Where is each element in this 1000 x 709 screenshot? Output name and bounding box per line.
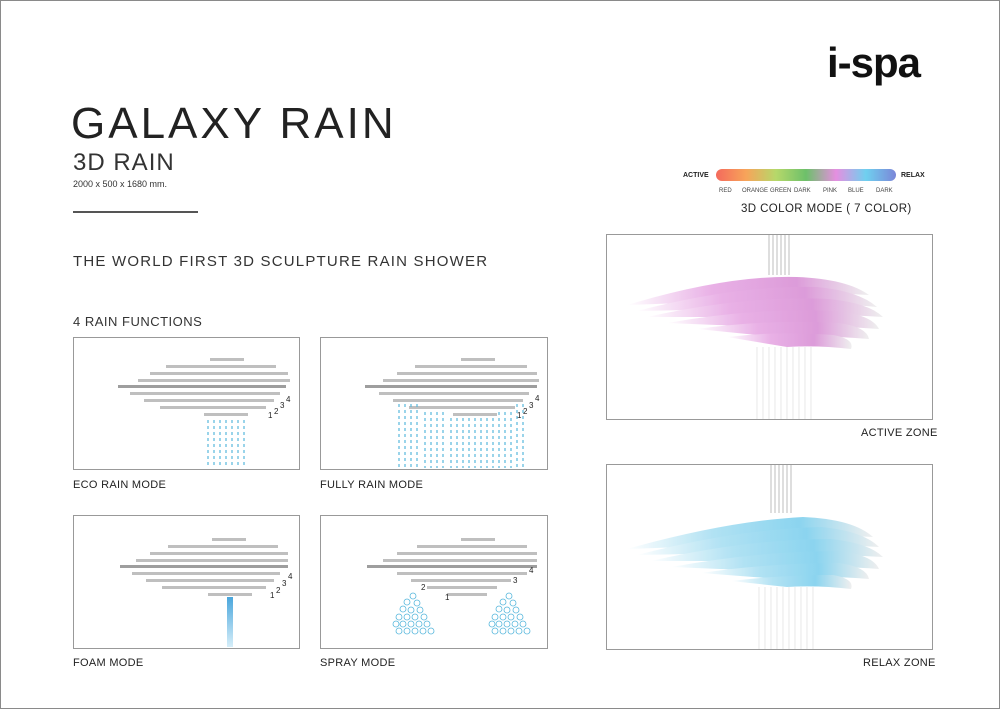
layer-number: 3 bbox=[513, 576, 518, 585]
spray-foam-right bbox=[488, 592, 531, 635]
legend-color-label: PINK bbox=[823, 188, 838, 194]
shower-layers bbox=[120, 538, 288, 596]
rain-drops bbox=[207, 420, 245, 468]
headline: THE WORLD FIRST 3D SCULPTURE RAIN SHOWER bbox=[73, 253, 489, 270]
layer-number: 2 bbox=[274, 407, 279, 416]
relax-zone-render bbox=[606, 464, 933, 650]
spray-foam-left bbox=[392, 592, 435, 635]
legend-color-label: DARK bbox=[794, 188, 811, 194]
water-pipes bbox=[768, 235, 790, 275]
legend-relax-label: RELAX bbox=[901, 172, 925, 179]
legend-color-label: GREEN bbox=[770, 188, 792, 194]
ispa-logo: i-spa bbox=[827, 39, 923, 86]
active-zone-caption: ACTIVE ZONE bbox=[861, 427, 938, 439]
layer-number: 1 bbox=[445, 593, 450, 602]
functions-heading: 4 RAIN FUNCTIONS bbox=[73, 314, 203, 329]
legend-active-label: ACTIVE bbox=[683, 172, 709, 179]
layer-number: 4 bbox=[288, 572, 293, 581]
color-mode-caption: 3D COLOR MODE ( 7 COLOR) bbox=[741, 203, 912, 215]
divider bbox=[73, 211, 198, 213]
rain-drops bbox=[398, 404, 524, 468]
fully-rain-panel: 1 2 3 4 bbox=[320, 337, 548, 470]
eco-rain-diagram: 1 2 3 4 bbox=[118, 358, 291, 468]
layer-number: 4 bbox=[286, 395, 291, 404]
eco-rain-panel: 1 2 3 4 bbox=[73, 337, 300, 470]
shower-layers bbox=[118, 358, 290, 416]
legend-color-label: BLUE bbox=[848, 188, 864, 194]
layer-number: 3 bbox=[529, 401, 534, 410]
sculpture-layers bbox=[627, 276, 883, 349]
product-subtitle: 3D RAIN bbox=[73, 149, 175, 176]
shower-layers bbox=[367, 538, 537, 596]
legend-color-label: RED bbox=[719, 188, 732, 194]
spray-panel: 1 2 3 4 bbox=[320, 515, 548, 649]
fully-rain-caption: FULLY RAIN MODE bbox=[320, 479, 424, 491]
fully-rain-diagram: 1 2 3 4 bbox=[365, 358, 540, 468]
layer-number: 2 bbox=[421, 583, 426, 592]
layer-number: 4 bbox=[529, 566, 534, 575]
active-zone-illustration bbox=[627, 235, 883, 419]
layer-number: 2 bbox=[276, 586, 281, 595]
color-gradient-bar bbox=[716, 169, 896, 181]
sculpture-layers bbox=[627, 517, 883, 589]
rain-lines bbox=[758, 587, 814, 649]
spray-diagram: 1 2 3 4 bbox=[367, 538, 537, 635]
layer-number: 1 bbox=[268, 411, 273, 420]
relax-zone-caption: RELAX ZONE bbox=[863, 657, 936, 669]
svg-text:i-spa: i-spa bbox=[827, 39, 922, 86]
foam-diagram: 1 2 3 4 bbox=[120, 538, 293, 647]
foam-panel: 1 2 3 4 bbox=[73, 515, 300, 649]
product-dimensions: 2000 x 500 x 1680 mm. bbox=[73, 179, 168, 189]
shower-layers bbox=[365, 358, 539, 416]
layer-number: 2 bbox=[523, 407, 528, 416]
product-title: GALAXY RAIN bbox=[71, 99, 397, 148]
layer-number: 3 bbox=[282, 579, 287, 588]
foam-stream bbox=[227, 597, 233, 647]
foam-caption: FOAM MODE bbox=[73, 657, 144, 669]
legend-color-label: DARK bbox=[876, 188, 893, 194]
legend-color-label: ORANGE bbox=[742, 188, 769, 194]
eco-rain-caption: ECO RAIN MODE bbox=[73, 479, 167, 491]
layer-number: 1 bbox=[517, 411, 522, 420]
water-pipes bbox=[770, 465, 792, 513]
layer-number: 4 bbox=[535, 394, 540, 403]
active-zone-render bbox=[606, 234, 933, 420]
rain-lines bbox=[756, 347, 812, 419]
spray-caption: SPRAY MODE bbox=[320, 657, 396, 669]
relax-zone-illustration bbox=[627, 465, 883, 649]
layer-number: 1 bbox=[270, 591, 275, 600]
layer-number: 3 bbox=[280, 401, 285, 410]
